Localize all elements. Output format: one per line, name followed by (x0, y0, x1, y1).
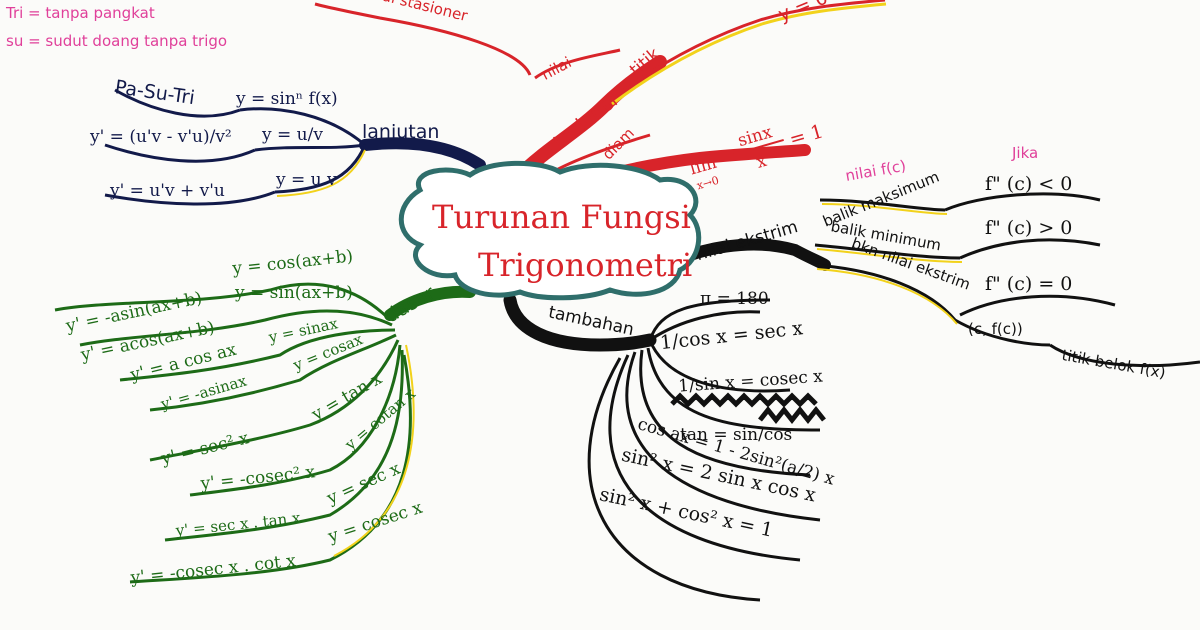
ekstrim-leaf-3 (959, 294, 1116, 317)
dasar-leaf-1 (54, 282, 392, 322)
lanjutan-highlight (276, 149, 366, 197)
lanjutan-right-3: y = u.v (275, 170, 337, 190)
ekstrim-highlight-2 (816, 248, 963, 263)
dasar-right-1: y = cos(ax+b) (230, 246, 354, 279)
lanjutan-sub-1 (239, 107, 366, 147)
tambahan-pi-line (648, 298, 771, 341)
note-line-1: Tri = tanpa pangkat (5, 4, 155, 22)
lanjutan-main-line (359, 137, 486, 171)
dasar-leaf-4 (149, 333, 397, 412)
limit-sub: x→0 (695, 174, 720, 193)
limit-eq: = 1 (787, 120, 826, 151)
ekstrim-right-3: f" (c) = 0 (985, 273, 1072, 295)
dasar-leaf-3 (119, 328, 396, 382)
lanjutan-leaf-1 (114, 88, 241, 118)
scribble-mark (670, 392, 826, 425)
center-cloud (398, 160, 702, 301)
tambahan-leaf-0 (649, 310, 761, 342)
ekstrim-point: (c, f(c)) (968, 320, 1023, 338)
nilai-stasioner-text: nilai stasioner (363, 0, 470, 25)
branch-tambahan: tambahan π = 180 1/cos x = sec x 1/sin x… (503, 289, 837, 602)
lanjutan-left-3: y' = u'v + v'u (109, 181, 225, 201)
branch-nilai-ekstrim: nilai ekstrim nilai f(c) Jika balik maks… (684, 144, 1200, 382)
lanjutan-left-1: Pa-Su-Tri (114, 76, 197, 109)
center-title-2: Trigonometri (478, 246, 692, 284)
ekstrim-sub-2 (814, 243, 961, 260)
lanjutan-sub-3 (274, 144, 367, 194)
dasar-leaf-2 (79, 309, 393, 347)
dasar-leaf-7 (164, 349, 404, 542)
ekstrim-right-1: f" (c) < 0 (985, 173, 1072, 195)
lanjutan-right-2: y = u/v (261, 125, 323, 145)
ekstrim-leaf-5 (1049, 343, 1200, 368)
dasar-highlight (333, 344, 415, 557)
ekstrim-point-label: titik belok f(x) (1060, 346, 1166, 382)
titik-branch-line (609, 0, 886, 102)
ekstrim-leaf-1 (944, 192, 1101, 212)
dasar-label: dasar (382, 282, 439, 328)
branch-lanjutan: lanjutan Pa-Su-Tri y = sinⁿ f(x) y' = (u… (89, 76, 486, 206)
dasar-left-6: y' = -cosec² x (199, 462, 317, 494)
titik-highlight (611, 2, 887, 106)
tambahan-label: tambahan (547, 302, 636, 340)
lanjutan-leaf-2 (104, 143, 256, 163)
ekstrim-leaf-2 (959, 238, 1101, 260)
lanjutan-right-1: y = sinⁿ f(x) (235, 89, 338, 109)
diam-label: diam (599, 124, 638, 163)
nilai-branch-line (314, 2, 532, 76)
dasar-left-7: y' = sec x . tan x (174, 509, 302, 540)
ekstrim-header-right: Jika (1011, 144, 1038, 162)
limit-fraction-bar (733, 138, 784, 156)
nilai-underline (534, 48, 621, 80)
lanjutan-leaf-3 (104, 190, 276, 206)
center-title-1: Turunan Fungsi (432, 198, 691, 236)
dasar-main-line (384, 285, 476, 321)
dasar-right-2: y = sin(ax+b) (234, 283, 353, 303)
dasar-left-5: y' = sec² x (158, 428, 251, 469)
tambahan-main-line (503, 293, 657, 352)
tambahan-item-3: tan = sin/cos (680, 425, 792, 445)
ekstrim-main-line (684, 238, 831, 271)
ekstrim-highlight-3 (816, 268, 958, 325)
ekstrim-sub-3 (814, 263, 957, 321)
lanjutan-left-2: y' = (u'v - v'u)/v² (89, 127, 232, 147)
tambahan-leaf-6 (587, 357, 761, 602)
lanjutan-sub-2 (254, 143, 366, 152)
scribble-path-1 (670, 392, 818, 408)
tambahan-leaf-5 (608, 354, 801, 562)
ekstrim-right-2: f" (c) > 0 (985, 217, 1072, 239)
scribble-path-2 (758, 405, 826, 425)
dasar-leaf-6 (189, 344, 402, 497)
tambahan-pi: π = 180 (700, 289, 769, 309)
ekstrim-sub-1 (819, 198, 946, 212)
ekstrim-leaf-4 (954, 318, 1051, 347)
tambahan-leaf-1 (650, 344, 791, 393)
note-line-2: su = sudut doang tanpa trigo (6, 32, 227, 50)
ekstrim-label: nilai ekstrim (694, 217, 800, 265)
nilai-label: nilai (538, 53, 574, 84)
dasar-left-4: y' = -asinax (158, 371, 249, 413)
branch-dasar: dasar y' = -asin(ax+b) y = cos(ax+b) y' … (54, 246, 476, 588)
ekstrim-highlight-1 (821, 203, 948, 215)
tambahan-leaf-4 (625, 351, 821, 522)
center-node: Turunan Fungsi Trigonometri (398, 160, 702, 301)
dasar-leaf-5 (149, 339, 400, 462)
stasioner-branch-line (513, 55, 667, 182)
lanjutan-label: lanjutan (362, 121, 439, 143)
dasar-leaf-8 (129, 354, 412, 584)
dasar-left-8: y' = -cosec x . cot x (129, 551, 298, 588)
ekstrim-header-left: nilai f(c) (844, 157, 907, 185)
tambahan-leaf-2 (646, 347, 821, 432)
tambahan-leaf-3 (639, 349, 811, 477)
